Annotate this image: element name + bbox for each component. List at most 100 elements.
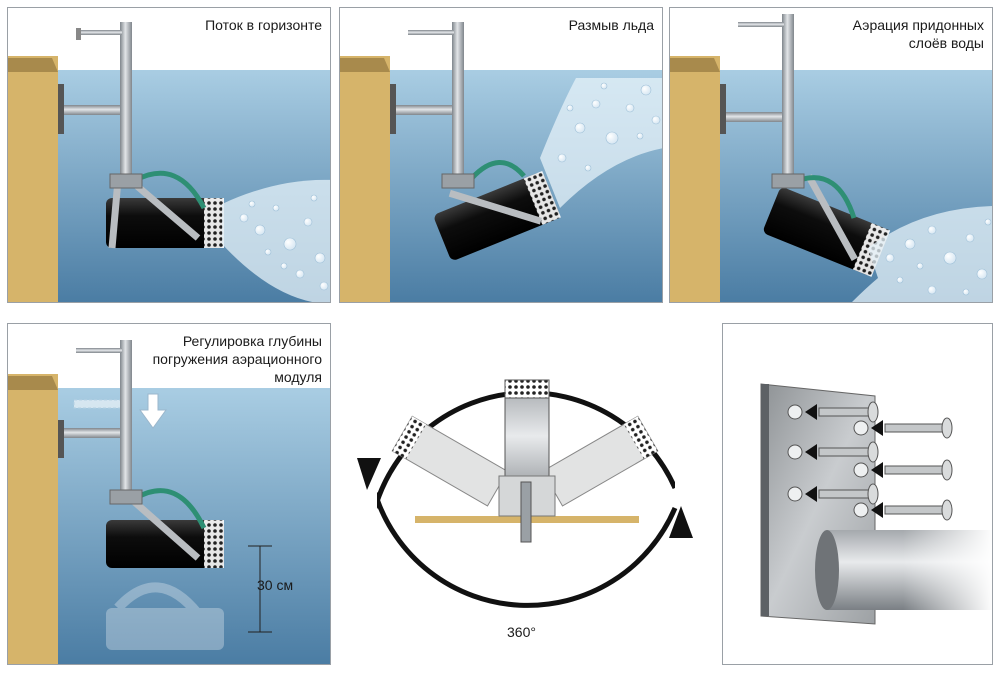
bubbles bbox=[885, 218, 992, 296]
arrow-4-icon bbox=[871, 420, 883, 436]
air-hose bbox=[799, 175, 857, 219]
support-brace bbox=[127, 495, 201, 561]
screw-3 bbox=[818, 483, 879, 505]
arrow-1-icon bbox=[805, 404, 817, 420]
aerator-body bbox=[434, 172, 560, 260]
panel-horizontal-flow: Поток в горизонте bbox=[7, 7, 331, 303]
pier-wall bbox=[670, 56, 720, 302]
screws bbox=[818, 401, 953, 521]
rotation-label: 360° bbox=[507, 624, 536, 640]
air-hose bbox=[134, 170, 207, 210]
hole-5 bbox=[853, 462, 869, 478]
horizontal-arm bbox=[64, 105, 126, 115]
arm-ghost-position bbox=[73, 399, 127, 409]
horizontal-arm bbox=[64, 428, 126, 438]
hole-4 bbox=[853, 420, 869, 436]
aerator-assembly-tilted-up bbox=[434, 171, 561, 260]
arrow-5-icon bbox=[871, 462, 883, 478]
screw-2 bbox=[818, 441, 879, 463]
clamp bbox=[109, 173, 143, 189]
bubble-jet bbox=[852, 206, 992, 302]
panel-rotation: 360° bbox=[345, 318, 705, 668]
hole-6 bbox=[853, 502, 869, 518]
pivot-shaft bbox=[520, 481, 532, 543]
caption-line-3: модуля bbox=[274, 369, 322, 385]
wall-bracket bbox=[390, 84, 396, 134]
aerator-positions bbox=[391, 379, 659, 543]
plate-edge bbox=[761, 384, 769, 616]
horizontal-arm bbox=[396, 105, 458, 115]
screw-4 bbox=[884, 417, 953, 439]
arrow-6-icon bbox=[871, 502, 883, 518]
support-brace bbox=[805, 174, 858, 262]
pipe-end bbox=[815, 530, 839, 610]
mounting-holes bbox=[787, 404, 869, 518]
pier-wall bbox=[8, 374, 58, 664]
hole-3 bbox=[787, 486, 803, 502]
scene-mounting bbox=[760, 383, 992, 625]
aerator-ghost-lower bbox=[106, 582, 224, 650]
scene-depth-adjustment bbox=[8, 340, 330, 664]
caption-line-2: слоёв воды bbox=[908, 35, 984, 51]
caption-bottom-aeration: Аэрация придонных слоёв воды bbox=[853, 16, 984, 52]
screw-1 bbox=[818, 401, 879, 423]
hole-1 bbox=[787, 404, 803, 420]
aerator-left-outlet bbox=[392, 416, 427, 459]
bubbles bbox=[557, 82, 661, 172]
clamp bbox=[109, 489, 143, 505]
horizontal-arm bbox=[726, 112, 788, 122]
down-arrow-icon bbox=[139, 393, 167, 429]
panel-mounting bbox=[722, 323, 993, 665]
pier-top bbox=[340, 58, 390, 72]
aerator-assembly bbox=[106, 170, 224, 249]
aerator-body bbox=[763, 188, 889, 276]
aerator-right-position bbox=[541, 415, 659, 507]
support-leg bbox=[108, 179, 122, 249]
vertical-mast bbox=[120, 340, 132, 502]
arrow-right-head-icon bbox=[669, 506, 693, 538]
handle bbox=[76, 30, 122, 35]
handle bbox=[738, 22, 784, 27]
pier-top bbox=[8, 376, 58, 390]
arrow-3-icon bbox=[805, 486, 817, 502]
scene-rotation bbox=[357, 379, 693, 608]
depth-label: 30 см bbox=[257, 577, 294, 593]
handle bbox=[76, 348, 122, 353]
air-hose bbox=[470, 160, 526, 180]
vertical-mast bbox=[452, 22, 464, 182]
caption-depth-adjustment: Регулировка глубины погружения аэрационн… bbox=[153, 332, 322, 386]
aerator-left-position bbox=[391, 415, 509, 507]
pier-top bbox=[8, 58, 58, 72]
scene-horizontal-flow bbox=[8, 22, 330, 302]
pipe bbox=[815, 530, 992, 610]
aerator-outlet bbox=[523, 171, 561, 225]
handle bbox=[408, 30, 454, 35]
screw-5 bbox=[884, 459, 953, 481]
screw-6 bbox=[884, 499, 953, 521]
pier-wall bbox=[8, 56, 58, 302]
aerator-assembly bbox=[106, 488, 224, 568]
air-hose bbox=[134, 488, 207, 530]
arrow-left-head-icon bbox=[357, 458, 381, 490]
caption-line-1: Аэрация придонных bbox=[852, 17, 984, 33]
wall-bracket bbox=[58, 420, 64, 458]
aerator-ghost-frame bbox=[114, 582, 202, 618]
aerator-right-outlet bbox=[623, 416, 658, 459]
support-brace bbox=[127, 177, 201, 241]
scene-ice-erosion bbox=[340, 22, 662, 302]
handle-grip bbox=[76, 28, 81, 40]
vertical-mast bbox=[120, 22, 132, 182]
arrows bbox=[805, 404, 883, 518]
vertical-mast bbox=[782, 14, 794, 182]
aerator-outlet bbox=[204, 520, 224, 568]
pier-wall bbox=[340, 56, 390, 302]
caption-line-1: Регулировка глубины bbox=[182, 333, 322, 349]
aerator-outlet bbox=[204, 198, 224, 248]
clamp bbox=[771, 173, 805, 189]
scene-bottom-aeration bbox=[670, 14, 992, 302]
pipe-fade bbox=[903, 530, 992, 610]
panel-depth-adjustment: Регулировка глубины погружения аэрационн… bbox=[7, 323, 331, 665]
pier-top bbox=[670, 58, 720, 72]
arc-gap-right bbox=[675, 478, 689, 506]
panel-ice-erosion: Размыв льда bbox=[339, 7, 663, 303]
